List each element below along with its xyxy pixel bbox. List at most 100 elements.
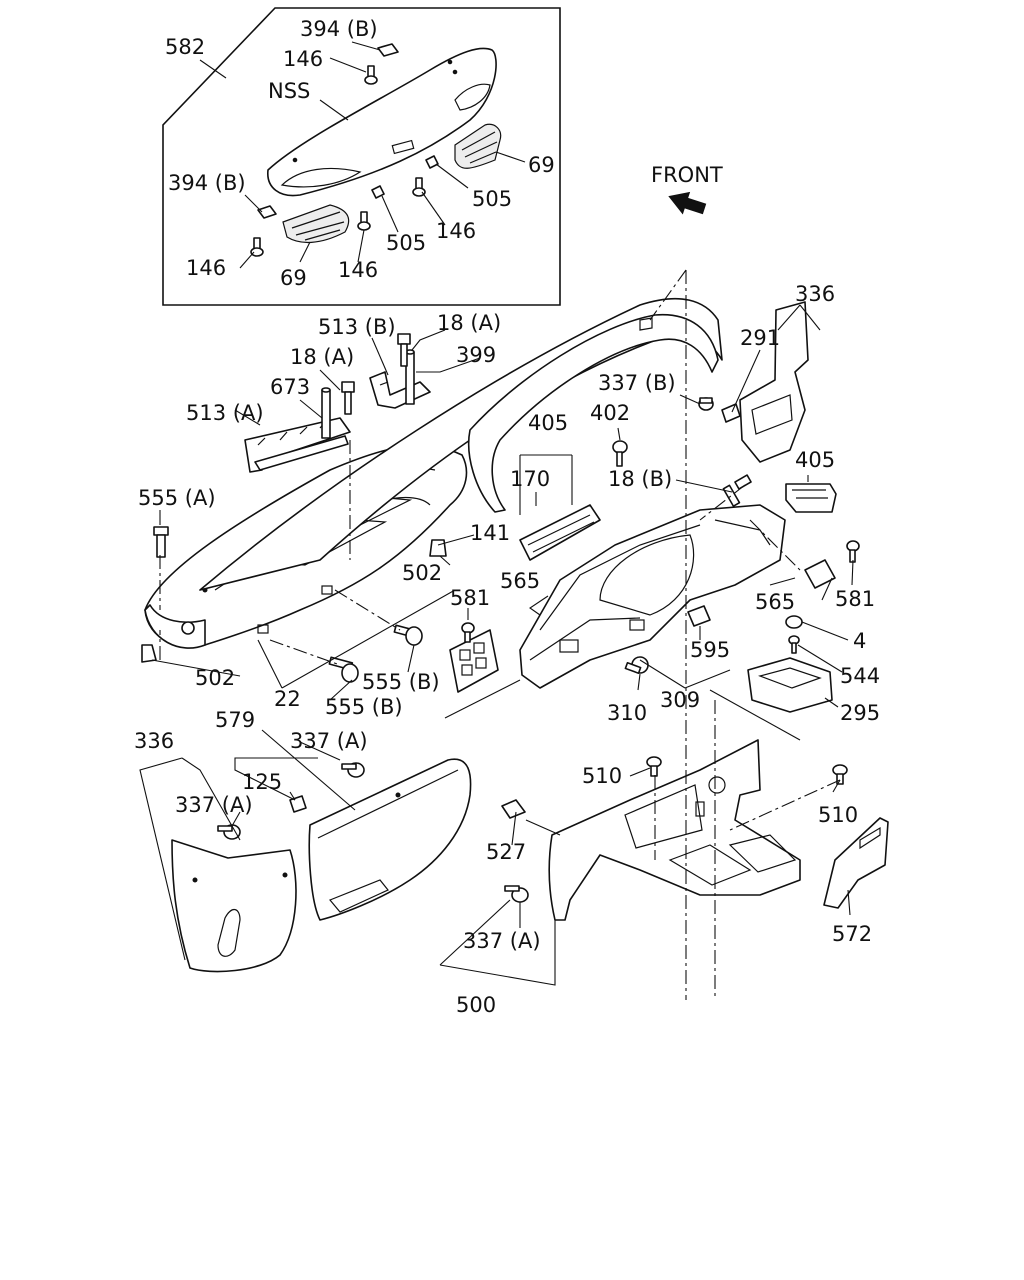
screw-510-right xyxy=(832,764,848,785)
callout-18b: 18 (B) xyxy=(608,467,672,491)
pad-69-right xyxy=(454,123,502,169)
screw-402 xyxy=(612,440,628,467)
screw-146-bottom xyxy=(357,211,371,231)
callout-581-left: 581 xyxy=(450,586,490,610)
callout-309: 309 xyxy=(660,688,700,712)
callout-69-left: 69 xyxy=(280,266,307,290)
inset-frame xyxy=(162,7,561,306)
top-cover-141 xyxy=(199,297,723,591)
upper-pad-nss xyxy=(267,47,497,197)
bolt-555a xyxy=(153,526,169,558)
callout-337a-top: 337 (A) xyxy=(290,729,368,753)
screw-146-top xyxy=(364,65,378,85)
callout-141: 141 xyxy=(470,521,510,545)
bracket-513a xyxy=(244,417,351,473)
inset-group-582 xyxy=(162,7,561,306)
callout-337a-left: 337 (A) xyxy=(175,793,253,817)
callout-502-mid: 502 xyxy=(402,561,442,585)
callout-125: 125 xyxy=(242,770,282,794)
callout-405-right: 405 xyxy=(795,448,835,472)
leader-lines xyxy=(139,304,854,986)
callout-337a-bottom: 337 (A) xyxy=(463,929,541,953)
cluster-frame-309 xyxy=(519,504,786,689)
callout-565-left: 565 xyxy=(500,569,540,593)
screw-510-left xyxy=(646,756,662,777)
clip-505-left xyxy=(371,185,385,199)
clip-394b-top xyxy=(377,43,399,57)
callout-146-mid: 146 xyxy=(436,219,476,243)
bracket-513b xyxy=(369,371,431,409)
callout-336-left: 336 xyxy=(134,729,174,753)
side-panel-336-top xyxy=(739,301,809,463)
clip-502-left xyxy=(141,644,157,663)
clip-502-mid xyxy=(429,539,447,557)
callout-527: 527 xyxy=(486,840,526,864)
callout-337b: 337 (B) xyxy=(598,371,676,395)
panel-565-right xyxy=(804,559,836,589)
bolt-555b-low xyxy=(328,656,359,683)
callout-405-left: 405 xyxy=(528,411,568,435)
center-console xyxy=(548,739,801,921)
callout-4: 4 xyxy=(853,629,866,653)
callout-595: 595 xyxy=(690,638,730,662)
callout-336-top: 336 xyxy=(795,282,835,306)
clip-595 xyxy=(687,605,711,627)
screw-581-left xyxy=(461,622,475,643)
callout-555a: 555 (A) xyxy=(138,486,216,510)
callout-295: 295 xyxy=(840,701,880,725)
screw-544 xyxy=(788,635,800,654)
bolt-18a-left xyxy=(341,381,355,415)
callout-291: 291 xyxy=(740,326,780,350)
glove-box-579 xyxy=(308,758,472,921)
callout-565-right: 565 xyxy=(755,590,795,614)
screw-581-right xyxy=(846,540,860,563)
pocket-295 xyxy=(747,657,833,713)
callout-582: 582 xyxy=(165,35,205,59)
callout-555b-right: 555 (B) xyxy=(362,670,440,694)
screw-337b xyxy=(698,397,714,411)
panel-572 xyxy=(823,817,889,909)
callout-513a: 513 (A) xyxy=(186,401,264,425)
callout-69-right: 69 xyxy=(528,153,555,177)
callout-579: 579 xyxy=(215,708,255,732)
clip-291 xyxy=(721,403,741,423)
bolt-310 xyxy=(624,656,649,675)
callout-399: 399 xyxy=(456,343,496,367)
bolt-18a-top xyxy=(397,333,411,367)
callout-510-right: 510 xyxy=(818,803,858,827)
callout-500: 500 xyxy=(456,993,496,1017)
screw-337a-top xyxy=(341,762,365,778)
screw-337a-bottom xyxy=(504,885,529,903)
callout-18a-left: 18 (A) xyxy=(290,345,354,369)
callout-572: 572 xyxy=(832,922,872,946)
labels: FRONT 582 394 (B) 146 NSS 69 394 (B) 505… xyxy=(134,17,880,1017)
callout-581-right: 581 xyxy=(835,587,875,611)
vent-405-left xyxy=(519,504,601,561)
side-panel-336-left xyxy=(171,839,297,973)
switch-panel-565-left xyxy=(449,629,499,693)
callout-510-left: 510 xyxy=(582,764,622,788)
clip-394b-left xyxy=(257,205,277,219)
callout-22: 22 xyxy=(274,687,301,711)
screw-146-mid xyxy=(412,177,426,197)
screw-337a-left xyxy=(217,824,241,840)
rod-673 xyxy=(321,387,331,439)
callout-394b-top: 394 (B) xyxy=(300,17,378,41)
dashed-lines xyxy=(159,269,841,1000)
callout-555b-low: 555 (B) xyxy=(325,695,403,719)
front-label: FRONT xyxy=(651,163,723,187)
bolt-555b-right xyxy=(393,624,423,646)
callout-544: 544 xyxy=(840,664,880,688)
callout-402: 402 xyxy=(590,401,630,425)
callout-146-bottom: 146 xyxy=(338,258,378,282)
callout-18a-top: 18 (A) xyxy=(437,311,501,335)
callout-394b-left: 394 (B) xyxy=(168,171,246,195)
pad-69-left xyxy=(282,204,350,243)
callout-505-left: 505 xyxy=(386,231,426,255)
callout-673: 673 xyxy=(270,375,310,399)
cap-4 xyxy=(785,615,803,629)
screw-146-left xyxy=(250,237,264,257)
callout-502-left: 502 xyxy=(195,666,235,690)
clip-527 xyxy=(501,799,526,819)
